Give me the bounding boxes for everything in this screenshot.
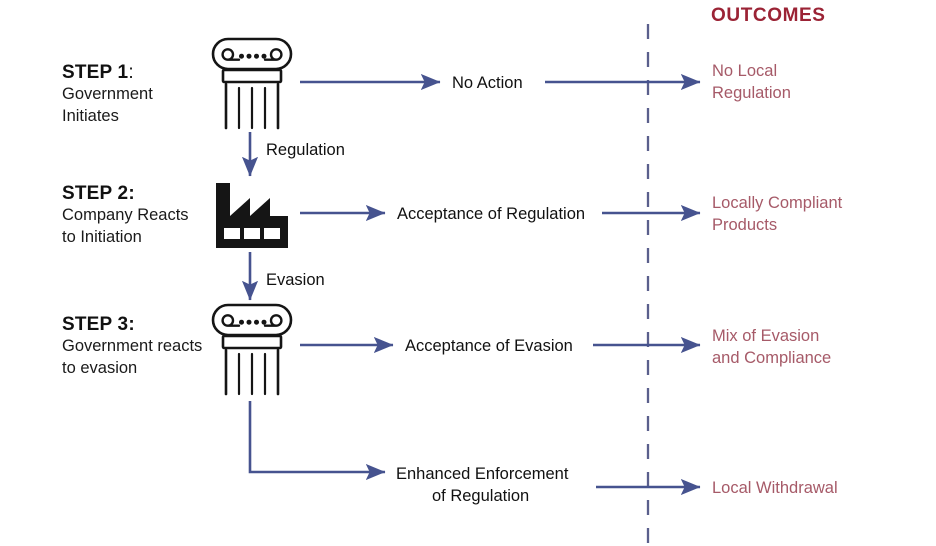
outcome-mix-of-evasion-line1: Mix of Evasion — [712, 327, 820, 345]
arrow-step3-to-enhanced-enforcement — [248, 401, 386, 481]
outcome-mix-of-evasion-line2: and Compliance — [712, 349, 832, 367]
flow-label-acceptance-of-regulation: Acceptance of Regulation — [397, 205, 586, 223]
step-3-colon: : — [128, 314, 135, 335]
step-3-number: STEP 3 — [62, 314, 129, 335]
greek-column-icon-step1 — [211, 37, 293, 130]
branch-label-regulation: Regulation — [266, 141, 345, 159]
step-1-number: STEP 1 — [62, 62, 129, 83]
outcome-no-local-regulation-line1: No Local — [712, 62, 778, 80]
step-3-description-line2: to evasion — [62, 359, 138, 377]
flow-label-enhanced-enforcement-line2: of Regulation — [432, 487, 530, 505]
flow-label-enhanced-enforcement-line1: Enhanced Enforcement — [396, 465, 569, 483]
step-1-heading: STEP 1: — [62, 60, 134, 85]
step-2-colon: : — [128, 183, 135, 204]
step-2-number: STEP 2 — [62, 183, 129, 204]
step-2-heading: STEP 2: — [62, 181, 135, 206]
greek-column-icon-step3 — [211, 303, 293, 396]
outcome-local-withdrawal: Local Withdrawal — [712, 479, 838, 497]
step-3-heading: STEP 3: — [62, 312, 135, 337]
step-1-colon: : — [128, 62, 134, 83]
factory-icon-step2 — [216, 183, 288, 248]
step-3-description-line1: Government reacts — [62, 337, 203, 355]
outcome-no-local-regulation-line2: Regulation — [712, 84, 791, 102]
outcome-locally-compliant-products-line2: Products — [712, 216, 778, 234]
outcomes-title: OUTCOMES — [711, 5, 826, 26]
branch-label-evasion: Evasion — [266, 271, 325, 289]
outcome-locally-compliant-products-line1: Locally Compliant — [712, 194, 843, 212]
step-1-description-line2: Initiates — [62, 107, 119, 125]
flow-label-no-action: No Action — [452, 74, 523, 92]
step-1-description-line1: Government — [62, 85, 153, 103]
step-2-description-line2: to Initiation — [62, 228, 142, 246]
step-2-description-line1: Company Reacts — [62, 206, 189, 224]
flow-label-acceptance-of-evasion: Acceptance of Evasion — [405, 337, 573, 355]
